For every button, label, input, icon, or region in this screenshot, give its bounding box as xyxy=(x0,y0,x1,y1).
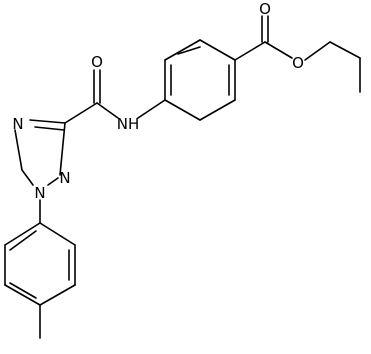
amide-linker xyxy=(64,69,166,124)
atom-o-carbonyl-ester: O xyxy=(259,0,271,18)
atom-o-ether-ester: O xyxy=(292,54,304,72)
benzoate-ring xyxy=(164,39,236,121)
atom-n-triazole-top: N xyxy=(12,115,23,133)
atom-o-amide: O xyxy=(91,53,103,71)
triazole-ring xyxy=(14,119,66,186)
atom-labels: O O O NH N N N xyxy=(12,0,304,202)
atom-n-triazole-n2: N xyxy=(59,169,70,187)
atom-n-triazole-n1: N xyxy=(34,184,45,202)
atom-nh-amide: NH xyxy=(117,115,140,133)
propyl-ester-group xyxy=(234,15,361,93)
tolyl-ring xyxy=(4,222,76,339)
